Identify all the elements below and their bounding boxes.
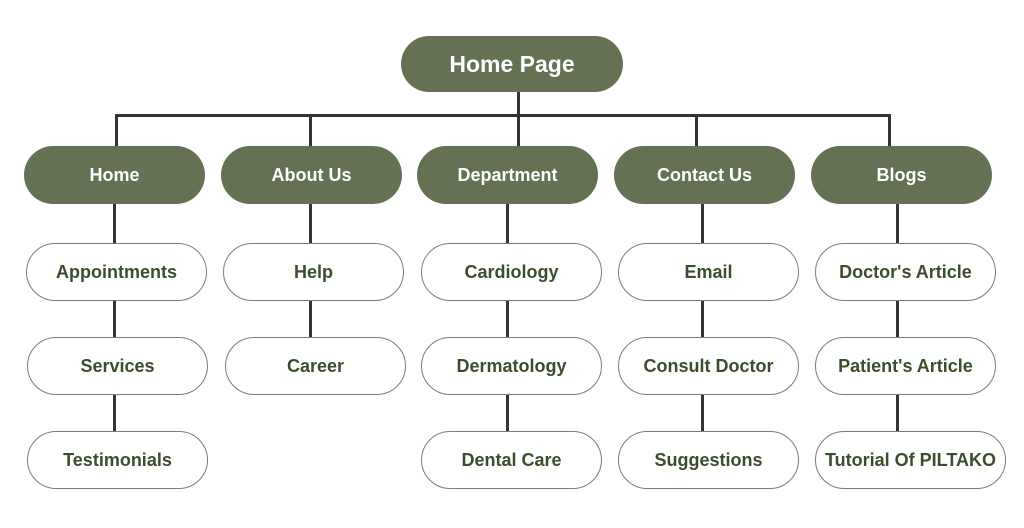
node-dermatology[interactable]: Dermatology — [421, 337, 602, 395]
node-label: Blogs — [876, 164, 927, 185]
node-label: Appointments — [56, 261, 177, 282]
connector-root-down — [517, 92, 520, 116]
connector-home-children — [113, 204, 116, 432]
node-appointments[interactable]: Appointments — [26, 243, 207, 301]
node-label: Cardiology — [464, 261, 559, 282]
node-label: Services — [80, 355, 155, 376]
connector-contact-children — [701, 204, 704, 432]
node-label: Help — [293, 261, 333, 282]
node-testimonials[interactable]: Testimonials — [27, 431, 208, 489]
node-home[interactable]: Home — [24, 146, 205, 204]
node-blogs[interactable]: Blogs — [811, 146, 992, 204]
connector-to-about-us — [309, 114, 312, 147]
node-label: Department — [457, 164, 558, 185]
node-services[interactable]: Services — [27, 337, 208, 395]
node-label: Doctor's Article — [839, 261, 972, 282]
node-doctors-article[interactable]: Doctor's Article — [815, 243, 996, 301]
node-about-us[interactable]: About Us — [221, 146, 402, 204]
node-label: Contact Us — [656, 164, 752, 185]
node-consult-doctor[interactable]: Consult Doctor — [618, 337, 799, 395]
node-label: Suggestions — [654, 449, 763, 470]
node-label: Patient's Article — [838, 355, 973, 376]
node-label: Testimonials — [63, 449, 172, 470]
node-label: Home — [89, 164, 140, 185]
node-tutorial-of-piltako[interactable]: Tutorial Of PILTAKO — [815, 431, 1006, 489]
node-label: About Us — [271, 164, 352, 185]
node-label: Email — [684, 261, 733, 282]
node-email[interactable]: Email — [618, 243, 799, 301]
connector-to-blogs — [888, 114, 891, 147]
connector-to-home — [115, 114, 118, 147]
node-label: Home Page — [449, 50, 575, 77]
connector-horizontal-bus — [115, 114, 891, 117]
connector-blogs-children — [896, 204, 899, 432]
node-label: Consult Doctor — [643, 355, 774, 376]
node-cardiology[interactable]: Cardiology — [421, 243, 602, 301]
node-label: Dental Care — [461, 449, 562, 470]
connector-department-children — [506, 204, 509, 432]
node-help[interactable]: Help — [223, 243, 404, 301]
node-dental-care[interactable]: Dental Care — [421, 431, 602, 489]
node-label: Dermatology — [456, 355, 567, 376]
connector-to-contact-us — [695, 114, 698, 147]
node-label: Tutorial Of PILTAKO — [825, 449, 996, 470]
node-label: Career — [286, 355, 345, 376]
node-career[interactable]: Career — [225, 337, 406, 395]
node-contact-us[interactable]: Contact Us — [614, 146, 795, 204]
node-suggestions[interactable]: Suggestions — [618, 431, 799, 489]
node-patients-article[interactable]: Patient's Article — [815, 337, 996, 395]
connector-to-department — [517, 114, 520, 147]
node-department[interactable]: Department — [417, 146, 598, 204]
node-home-page[interactable]: Home Page — [401, 36, 623, 92]
